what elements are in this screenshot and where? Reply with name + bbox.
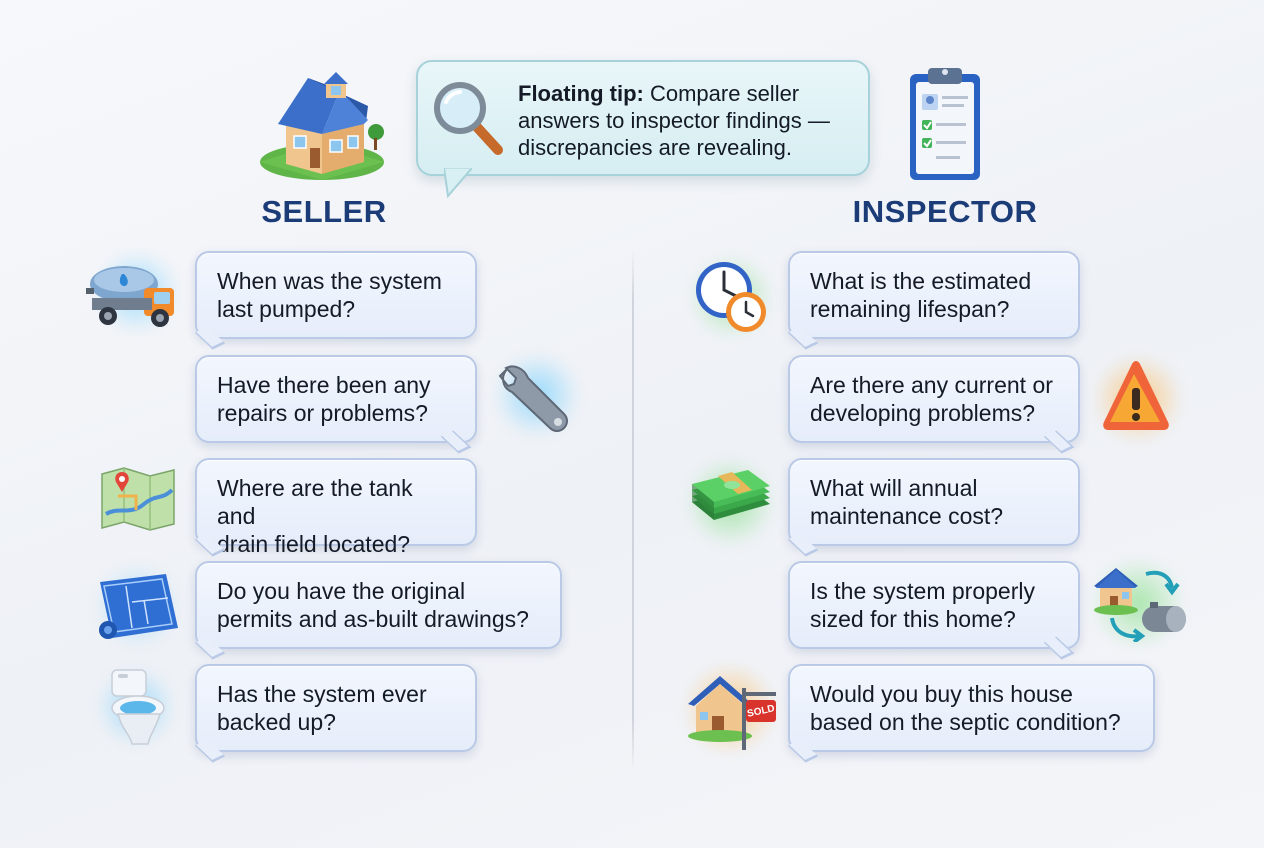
clipboard-icon [910, 68, 980, 180]
inspector-question-3: What will annual maintenance cost? [787, 458, 1080, 557]
blueprint-icon [99, 574, 178, 639]
question-line-2: remaining lifespan? [810, 296, 1010, 322]
question-line-1: Would you buy this house [810, 681, 1073, 707]
question-line-2: developing problems? [810, 400, 1036, 426]
question-line-1: When was the system [217, 268, 442, 294]
question-line-1: Are there any current or [810, 372, 1053, 398]
inspector-heading: INSPECTOR [852, 194, 1038, 229]
question-line-1: Has the system ever [217, 681, 427, 707]
question-line-2: last pumped? [217, 296, 356, 322]
question-line-2: repairs or problems? [217, 400, 428, 426]
question-line-2: drain field located? [217, 531, 411, 557]
seller-house-icon [260, 72, 384, 180]
money-icon [692, 470, 770, 520]
seller-question-4: Do you have the original permits and as-… [194, 561, 562, 660]
question-line-1: Have there been any [217, 372, 431, 398]
question-line-1: Where are the tank and [217, 475, 413, 529]
question-line-1: Is the system properly [810, 578, 1035, 604]
seller-question-2: Have there been any repairs or problems? [195, 355, 477, 454]
question-line-1: What is the estimated [810, 268, 1032, 294]
tip-label: Floating tip: [518, 81, 644, 106]
inspector-question-5: Would you buy this house based on the se… [787, 664, 1155, 763]
inspector-question-4: Is the system properly sized for this ho… [788, 561, 1080, 660]
question-line-2: based on the septic condition? [810, 709, 1121, 735]
house-tank-icon [1094, 568, 1186, 642]
tip-text: Compare seller answers to inspector find… [518, 81, 830, 160]
question-line-2: maintenance cost? [810, 503, 1004, 529]
question-line-2: backed up? [217, 709, 336, 735]
tip-bubble-tail [444, 168, 472, 198]
map-icon [101, 467, 175, 531]
inspector-question-1: What is the estimated remaining lifespan… [787, 251, 1080, 350]
warning-icon [1103, 361, 1169, 430]
magnifier-icon [434, 82, 503, 155]
floating-tip-bubble: Floating tip: Compare seller answers to … [416, 60, 870, 176]
wrench-icon [498, 365, 568, 432]
toilet-icon [111, 669, 165, 745]
question-line-2: permits and as-built drawings? [217, 606, 529, 632]
question-line-1: Do you have the original [217, 578, 466, 604]
clock-icon [696, 262, 766, 332]
column-divider [632, 250, 634, 772]
seller-question-5: Has the system ever backed up? [194, 664, 477, 763]
seller-heading: SELLER [261, 194, 387, 229]
house-sold-icon [688, 676, 776, 750]
question-line-2: sized for this home? [810, 606, 1016, 632]
inspector-question-2: Are there any current or developing prob… [788, 355, 1080, 454]
seller-question-1: When was the system last pumped? [194, 251, 477, 350]
seller-question-3: Where are the tank and drain field locat… [194, 458, 477, 557]
question-line-1: What will annual [810, 475, 978, 501]
septic-truck-icon [86, 266, 174, 327]
